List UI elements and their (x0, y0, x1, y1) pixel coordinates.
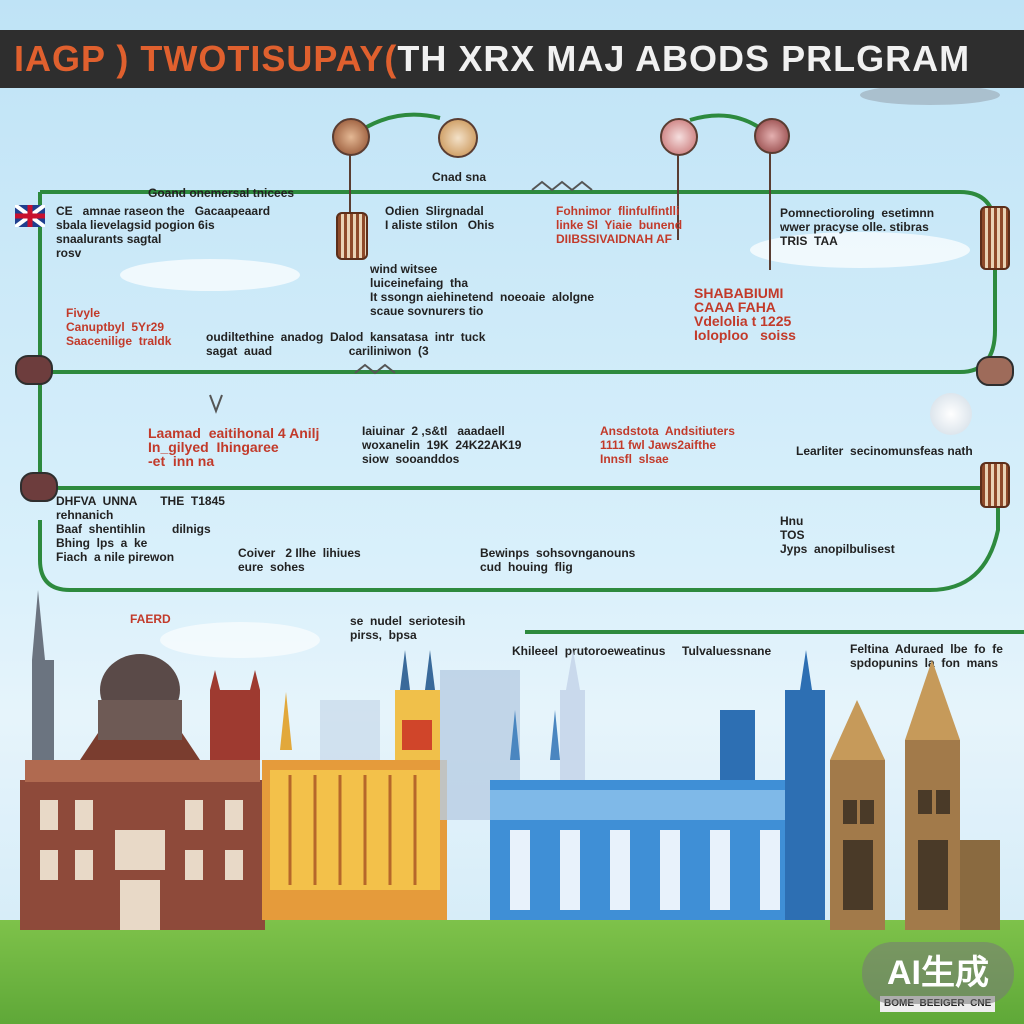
badge-node-2 (20, 472, 58, 502)
label-row1-center: Odien Slirgnadal I aliste stilon Ohis (385, 204, 495, 232)
drum-icon-1 (336, 212, 368, 260)
title-banner: IAGP ) TWOTISUPAY(TH XRX MAJ ABODS PRLGR… (0, 30, 1024, 88)
label-row1-right: Fohnimor flinfulfintlli linke Sl Yiaie b… (556, 204, 683, 246)
label-goand: Goand onemersal tnicees (148, 186, 295, 200)
label-row3-left: Laamad eaitihonal 4 Anilj In_gilyed Ihin… (148, 425, 320, 469)
globe-icon (930, 393, 972, 435)
badge-node-1 (15, 355, 53, 385)
ornament-ball-3 (660, 118, 698, 156)
label-row3-right: Ansdstota Andsitiuters 1111 fwl Jaws2aif… (600, 424, 735, 466)
label-row2-center: wind witsee luiceinefaing tha It ssongn … (370, 262, 595, 318)
ornament-ball-2 (438, 118, 478, 158)
title-accent: IAGP ) TWOTISUPAY( (14, 38, 398, 79)
label-row3-center: Iaiuinar 2 ,s&tl aaadaell woxanelin 19K … (362, 424, 522, 466)
label-row2-right: SHABABIUMI CAAA FAHA Vdelolia t 1225 Iol… (694, 285, 796, 343)
label-row5-left: se nudel seriotesih pirss, bpsa (350, 614, 466, 642)
label-row3-far-right: Learliter secinomunsfeas nath (796, 444, 973, 458)
label-row4-center-left: Coiver 2 Ilhe lihiues eure sohes (238, 546, 361, 574)
label-row5-center: Khileeel prutoroeweatinus Tulvaluessnane (512, 644, 772, 658)
label-row4-right: Hnu TOS Jyps anopilbulisest (780, 514, 895, 556)
title-main: TH XRX MAJ ABODS PRLGRAM (397, 38, 971, 79)
label-row2-mid: oudiltethine anadog Dalod kansatasa intr… (206, 330, 486, 358)
label-top-center: Cnad sna (432, 170, 487, 184)
label-row5-right: Feltina Aduraed lbe fo fe spdopunins la … (850, 642, 1003, 670)
drum-icon-2 (980, 206, 1010, 270)
ai-generated-watermark: AI生成 (862, 942, 1014, 1004)
page-title: IAGP ) TWOTISUPAY(TH XRX MAJ ABODS PRLGR… (14, 38, 970, 80)
grass-ground (0, 920, 1024, 1024)
drum-icon-3 (980, 462, 1010, 508)
label-row1-far-right: Pomnectioroling esetimnn wwer pracyse ol… (780, 206, 935, 248)
label-row4-left: DHFVA UNNA THE T1845 rehnanich Baaf shen… (56, 494, 225, 564)
label-row1-left: CE amnae raseon the Gacaapeaard sbala li… (56, 204, 271, 260)
label-row5-faerd: FAERD (130, 612, 171, 626)
ornament-ball-4 (754, 118, 790, 154)
badge-node-3 (976, 356, 1014, 386)
uk-flag-icon (13, 203, 47, 229)
ornament-ball-1 (332, 118, 370, 156)
label-row4-center: Bewinps sohsovnganouns cud houing flig (480, 546, 636, 574)
label-row2-left: Fivyle Canuptbyl 5Yr29 Saacenilige trald… (66, 306, 172, 348)
